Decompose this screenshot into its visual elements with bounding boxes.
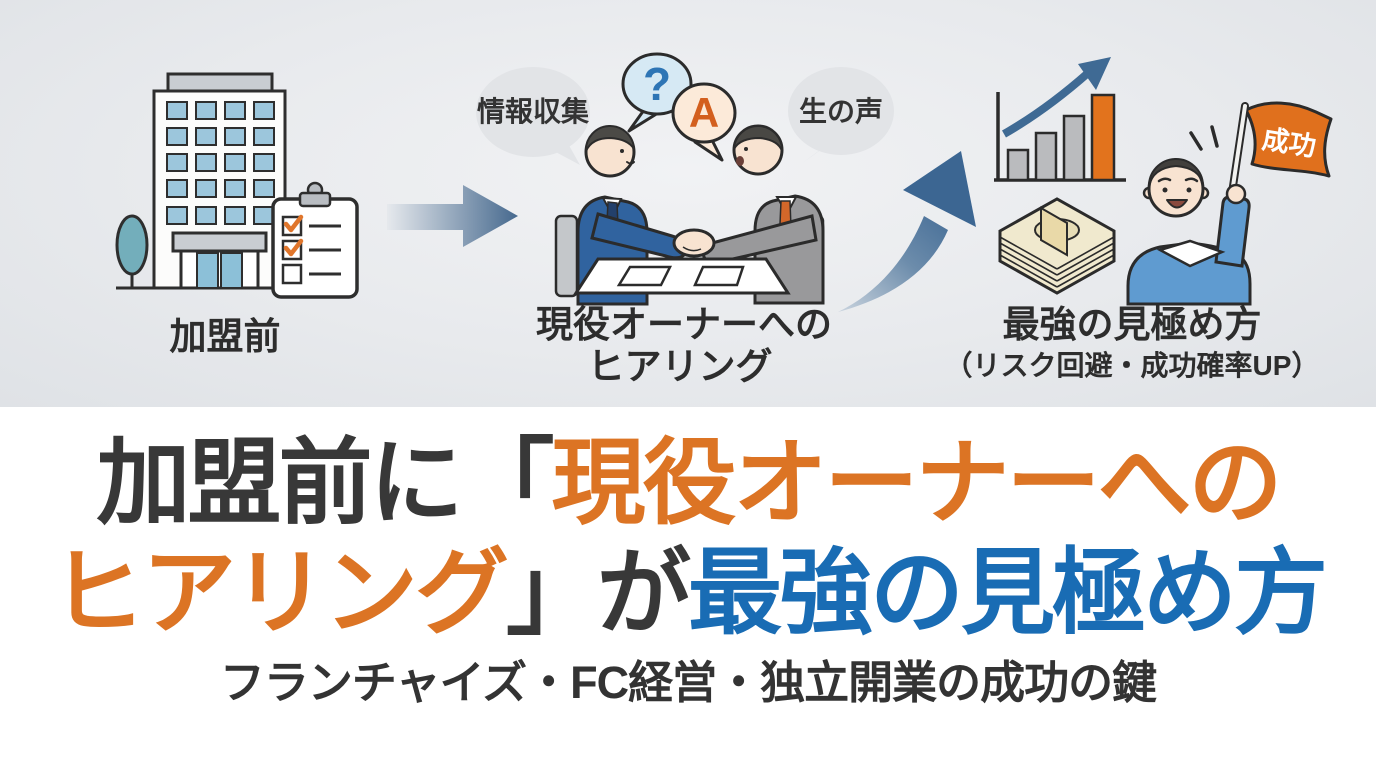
headline-line2-dark: 」が	[505, 540, 691, 645]
checklist-rows	[281, 214, 341, 285]
info-bubble-text: 情報収集	[476, 96, 590, 127]
headline-line2: ヒアリング」が最強の見極め方	[51, 546, 1328, 640]
paper-sheet	[616, 265, 673, 287]
meeting-table	[573, 257, 791, 295]
arrow-right-icon	[387, 185, 518, 247]
building-illustration	[116, 72, 287, 290]
headline-subtitle: フランチャイズ・FC経営・独立開業の成功の鍵	[219, 657, 1157, 708]
handshake-illustration	[554, 124, 825, 306]
businessman-right	[701, 124, 825, 305]
raised-arm	[1214, 195, 1251, 268]
paper-sheet	[693, 265, 745, 287]
voice-bubble-text: 生の声	[798, 96, 884, 127]
answer-bubble-text: A	[688, 89, 720, 136]
orange-bar	[1090, 93, 1116, 182]
scene-label-hearing-line2: ヒアリング	[587, 346, 773, 387]
headline-line1: 加盟前に「現役オーナーへの	[96, 436, 1282, 530]
person-flag-illustration	[1126, 101, 1333, 306]
info-bubble	[476, 67, 590, 157]
chair-left	[554, 214, 579, 298]
check-icon	[283, 214, 304, 233]
shirt-collar	[1156, 239, 1226, 268]
illustration-canvas	[115, 52, 1333, 312]
money-stack-illustration	[998, 197, 1116, 295]
growth-swoosh-arrow-icon	[838, 151, 976, 312]
headline-line1-orange: 現役オーナーへの	[551, 430, 1283, 535]
speech-bubbles	[476, 52, 894, 165]
headline-line2-orange: ヒアリング	[50, 540, 509, 645]
headline-section	[0, 407, 1376, 768]
hand	[1225, 183, 1247, 205]
voice-bubble	[788, 67, 894, 155]
question-bubble	[621, 52, 693, 116]
hair	[1147, 158, 1204, 188]
headline-line2-blue: 最強の見極め方	[688, 540, 1328, 645]
handshake-hands	[672, 228, 716, 258]
headline-line1-dark: 加盟前に「	[96, 430, 554, 535]
scene-label-outcome-line2: （リスク回避・成功確率UP）	[944, 350, 1320, 381]
spark-lines	[1189, 125, 1219, 151]
bar-chart-illustration	[994, 57, 1126, 182]
scene-label-outcome-line1: 最強の見極め方	[1002, 304, 1262, 345]
tree-illustration	[115, 214, 149, 288]
success-flag	[1244, 101, 1333, 178]
question-bubble-text: ?	[642, 58, 672, 110]
answer-bubble	[671, 82, 737, 144]
scene-label-before: 加盟前	[169, 316, 281, 357]
money-band	[1040, 206, 1068, 257]
scene-label-hearing-line1: 現役オーナーへの	[536, 304, 832, 345]
chart-arrow-head	[1078, 57, 1111, 90]
check-icon	[283, 238, 304, 257]
building-windows	[166, 101, 275, 225]
clipboard-illustration	[271, 181, 359, 299]
